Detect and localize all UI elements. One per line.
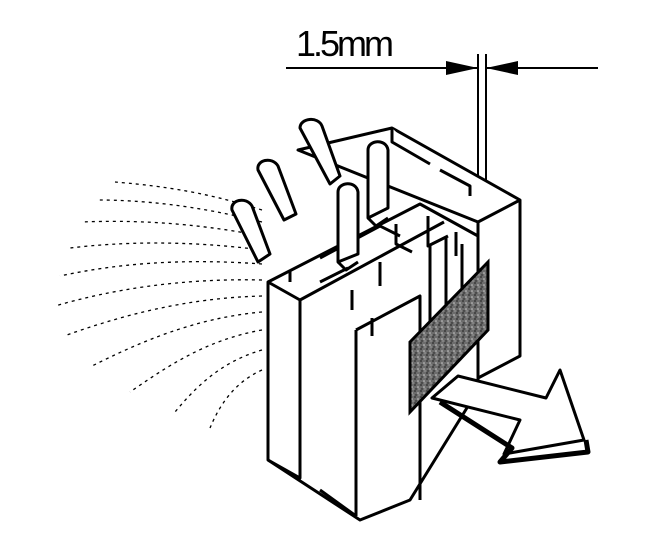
back-pins — [230, 118, 342, 264]
front-pins — [336, 140, 390, 272]
pin-5 — [336, 182, 360, 264]
pin-2 — [256, 158, 298, 222]
connector-housing-front — [266, 202, 480, 522]
pin-3 — [230, 198, 272, 264]
pin-1 — [298, 118, 342, 186]
seal-gasket — [408, 258, 490, 416]
connector-housing-back — [296, 126, 522, 380]
pull-direction-arrow — [430, 368, 591, 465]
dimension-arrow-left — [446, 61, 478, 75]
dimension-arrow-right — [486, 61, 518, 75]
dimension-label: 1.5mm — [296, 23, 394, 64]
pin-4 — [366, 140, 390, 220]
wire-bundle — [54, 181, 263, 429]
dimension-marker — [286, 54, 598, 258]
